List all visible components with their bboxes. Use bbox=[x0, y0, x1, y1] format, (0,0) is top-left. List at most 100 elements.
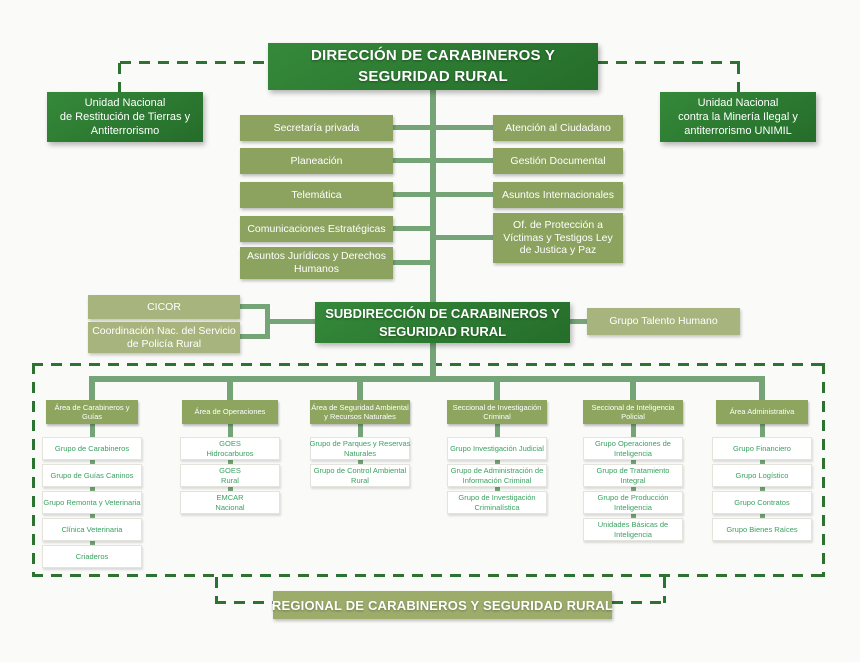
staff-label: Humanos bbox=[294, 263, 339, 275]
unit-box: Grupo de Control Ambiental Rural bbox=[310, 464, 410, 487]
unit-label: Grupo de Producción bbox=[597, 493, 669, 503]
connector-dashed bbox=[663, 577, 666, 603]
connector-dashed bbox=[215, 601, 273, 604]
unit-label: Hidrocarburos bbox=[206, 448, 254, 458]
connector-dashed bbox=[120, 61, 268, 64]
talento-humano-label: Grupo Talento Humano bbox=[609, 315, 718, 328]
staff-label: Telemática bbox=[291, 188, 342, 201]
staff-label: Of. de Protección a bbox=[513, 219, 603, 232]
unit-label: GOES bbox=[219, 466, 241, 476]
connector-line bbox=[240, 304, 270, 309]
unidad-restitucion-box: Unidad Nacional de Restitución de Tierra… bbox=[47, 92, 203, 142]
unit-box: GOES Rural bbox=[180, 464, 280, 487]
unit-box: Grupo de Investigación Criminalística bbox=[447, 491, 547, 514]
unit-box: Grupo Operaciones de Inteligencia bbox=[583, 437, 683, 460]
unidad-line: contra la Minería Ilegal y bbox=[678, 110, 798, 123]
direccion-line: DIRECCIÓN DE CARABINEROS Y bbox=[310, 47, 556, 65]
staff-label: Asuntos Jurídicos y Derechos bbox=[247, 250, 386, 263]
connector-dashed bbox=[612, 601, 665, 604]
staff-box-planeacion: Planeación bbox=[240, 148, 393, 174]
unit-box: Criaderos bbox=[42, 545, 142, 568]
connector-line bbox=[570, 319, 587, 324]
area-header-administrativa: Área Administrativa bbox=[716, 400, 808, 424]
unit-box: Grupo Financiero bbox=[712, 437, 812, 460]
area-header-line: Área de Carabineros y bbox=[54, 402, 130, 412]
area-header-line: Área de Seguridad Ambiental bbox=[311, 402, 409, 412]
frame-edge bbox=[32, 363, 35, 577]
area-header-seguridad-ambiental: Área de Seguridad Ambiental y Recursos N… bbox=[310, 400, 410, 424]
unidad-unimil-box: Unidad Nacional contra la Minería Ilegal… bbox=[660, 92, 816, 142]
unidad-line: de Restitución de Tierras y bbox=[59, 110, 191, 123]
connector-dashed bbox=[118, 63, 121, 92]
connector-line bbox=[430, 192, 494, 197]
connector-drop bbox=[227, 376, 233, 402]
connector-dashed bbox=[737, 63, 740, 92]
connector-dashed bbox=[597, 61, 740, 64]
unit-label: Grupo de Investigación bbox=[458, 493, 536, 503]
staff-label: Atención al Ciudadano bbox=[505, 121, 611, 134]
talento-humano-box: Grupo Talento Humano bbox=[587, 308, 740, 335]
unit-box: GOES Hidrocarburos bbox=[180, 437, 280, 460]
staff-box-secretaria: Secretaría privada bbox=[240, 115, 393, 141]
unit-label: Grupo de Parques y Reservas bbox=[309, 439, 411, 449]
unit-label: Naturales bbox=[343, 448, 377, 458]
connector-line bbox=[392, 226, 432, 231]
unit-label: Grupo de Carabineros bbox=[54, 443, 130, 453]
connector-line bbox=[392, 125, 432, 130]
connector-trunk bbox=[430, 343, 436, 378]
connector-drop bbox=[89, 376, 95, 402]
connector-drop bbox=[759, 376, 765, 402]
staff-box-comunicaciones: Comunicaciones Estratégicas bbox=[240, 216, 393, 242]
staff-label: Asuntos Internacionales bbox=[501, 188, 615, 201]
staff-label: Gestión Documental bbox=[510, 154, 606, 167]
staff-box-gestion: Gestión Documental bbox=[493, 148, 623, 174]
unit-label: Clínica Veterinaria bbox=[61, 524, 123, 534]
connector-line bbox=[392, 260, 432, 265]
unit-label: GOES bbox=[219, 439, 241, 449]
area-header-line: y Recursos Naturales bbox=[324, 412, 396, 421]
unit-label: Inteligencia bbox=[614, 529, 652, 539]
unit-label: Grupo Bienes Raíces bbox=[726, 524, 798, 534]
unit-label: Grupo Financiero bbox=[733, 443, 791, 453]
coordinacion-label: Coordinación Nac. del Servicio bbox=[92, 324, 236, 337]
area-header-operaciones: Área de Operaciones bbox=[182, 400, 278, 424]
areas-dashed-frame bbox=[32, 363, 825, 577]
unit-label: Grupo de Tratamiento bbox=[596, 466, 670, 476]
unit-label: Grupo de Guías Caninos bbox=[50, 470, 134, 480]
area-header-investigacion-criminal: Seccional de Investigación Criminal bbox=[447, 400, 547, 424]
connector-drop bbox=[494, 376, 500, 402]
unit-label: Criaderos bbox=[75, 551, 109, 561]
regional-label: REGIONAL DE CARABINEROS Y SEGURIDAD RURA… bbox=[271, 597, 614, 613]
unidad-line: antiterrorismo UNIMIL bbox=[684, 125, 792, 138]
area-header-line: Seccional de Investigación bbox=[452, 402, 542, 412]
unit-box: Grupo Contratos bbox=[712, 491, 812, 514]
unit-box: Grupo de Parques y Reservas Naturales bbox=[310, 437, 410, 460]
unit-label: Grupo de Administración de bbox=[450, 466, 544, 476]
unit-label: EMCAR bbox=[216, 493, 244, 503]
unit-box: Grupo Remonta y Veterinaria bbox=[42, 491, 142, 514]
connector-line bbox=[430, 235, 494, 240]
connector-distribution bbox=[92, 376, 765, 382]
area-header-line: Seccional de Inteligencia bbox=[591, 402, 675, 412]
staff-box-internacionales: Asuntos Internacionales bbox=[493, 182, 623, 208]
unit-label: Grupo Contratos bbox=[734, 497, 790, 507]
connector-drop bbox=[630, 376, 636, 402]
connector-line bbox=[430, 125, 494, 130]
unit-label: Rural bbox=[351, 475, 369, 485]
unidad-line: Unidad Nacional bbox=[697, 96, 779, 109]
connector-line bbox=[392, 158, 432, 163]
subdireccion-box: SUBDIRECCIÓN DE CARABINEROS Y SEGURIDAD … bbox=[315, 302, 570, 343]
unit-box: Unidades Básicas de Inteligencia bbox=[583, 518, 683, 541]
cicor-label: CICOR bbox=[147, 300, 181, 313]
frame-edge bbox=[822, 363, 825, 577]
area-header-line: Criminal bbox=[483, 412, 511, 421]
unit-box: Grupo de Administración de Información C… bbox=[447, 464, 547, 487]
connector-line bbox=[240, 334, 270, 339]
regional-box: REGIONAL DE CARABINEROS Y SEGURIDAD RURA… bbox=[271, 591, 614, 619]
unit-box: Clínica Veterinaria bbox=[42, 518, 142, 541]
direccion-line: SEGURIDAD RURAL bbox=[358, 67, 508, 85]
staff-label: Víctimas y Testigos Ley bbox=[503, 231, 613, 244]
unit-label: Integral bbox=[620, 475, 646, 485]
unit-label: Grupo de Control Ambiental bbox=[313, 466, 407, 476]
unit-label: Criminalística bbox=[474, 502, 520, 512]
